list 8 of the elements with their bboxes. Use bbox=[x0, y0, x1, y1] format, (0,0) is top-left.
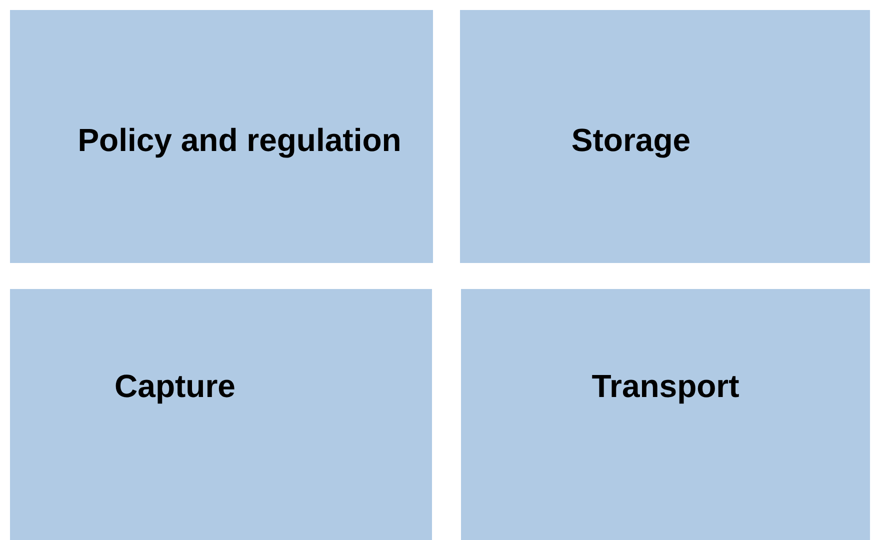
box-label: Transport bbox=[592, 368, 740, 405]
box-label: Capture bbox=[114, 368, 236, 405]
box-label: Storage bbox=[571, 122, 691, 159]
category-box bbox=[10, 289, 432, 540]
category-box bbox=[461, 289, 870, 540]
category-box bbox=[460, 10, 870, 263]
category-box bbox=[10, 10, 433, 263]
box-label: Policy and regulation bbox=[78, 122, 402, 159]
